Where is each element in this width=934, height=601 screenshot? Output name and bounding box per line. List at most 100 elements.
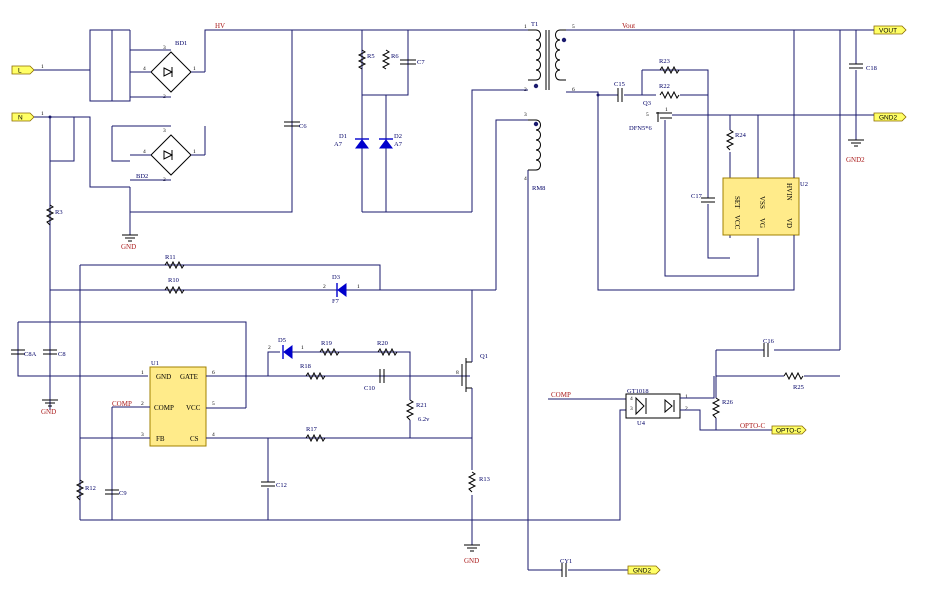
svg-text:R19: R19 <box>321 340 332 347</box>
svg-text:2: 2 <box>323 284 326 290</box>
svg-text:C10: C10 <box>364 385 375 392</box>
svg-text:HV: HV <box>215 22 225 30</box>
svg-text:VG: VG <box>758 218 766 228</box>
svg-text:N: N <box>18 115 23 122</box>
svg-text:C8A: C8A <box>24 351 37 358</box>
svg-text:R25: R25 <box>793 384 804 391</box>
svg-text:R13: R13 <box>479 476 490 483</box>
resistor-r5: R5 <box>357 49 375 70</box>
svg-text:U4: U4 <box>637 420 646 427</box>
svg-text:Vout: Vout <box>622 22 635 30</box>
resistor-r10: R10 <box>164 277 185 295</box>
svg-text:6: 6 <box>572 87 575 93</box>
svg-text:1: 1 <box>141 370 144 376</box>
svg-text:R21: R21 <box>416 402 427 409</box>
capacitor-c12: C12 <box>261 438 287 520</box>
svg-text:3: 3 <box>163 45 166 51</box>
diode-d3: D3 F7 2 1 <box>323 274 360 305</box>
capacitor-c6: C6 <box>284 121 307 130</box>
svg-text:RM8: RM8 <box>532 185 545 192</box>
svg-text:A7: A7 <box>394 141 403 148</box>
ground-left: GND <box>41 399 58 416</box>
mosfet-q1: Q1 8 <box>456 290 488 438</box>
svg-text:BD2: BD2 <box>136 173 148 180</box>
snubber-section: R5 R6 C7 D1 A7 D2 A7 <box>334 30 472 213</box>
resistor-r20: R20 <box>377 340 398 357</box>
svg-text:5: 5 <box>646 112 649 118</box>
svg-text:C15: C15 <box>614 81 625 88</box>
bridge-bd2: 4 1 3 2 BD2 <box>111 125 205 183</box>
svg-text:Q1: Q1 <box>480 353 488 360</box>
svg-text:R26: R26 <box>722 399 734 406</box>
svg-text:4: 4 <box>524 176 527 182</box>
svg-text:OPTO-C: OPTO-C <box>740 422 765 430</box>
svg-text:4: 4 <box>143 149 146 155</box>
capacitor-c8: C8 <box>43 349 66 358</box>
svg-text:GND: GND <box>121 243 136 251</box>
svg-text:A7: A7 <box>334 141 343 148</box>
capacitor-c18: C18 <box>849 30 877 140</box>
svg-text:5: 5 <box>212 401 215 407</box>
ic-u2: SET VSS HVIN VCC VG VD U2 <box>722 30 808 290</box>
port-opto-c: OPTO-C <box>716 425 807 435</box>
ground-gnd2: GND2 <box>846 139 865 164</box>
svg-text:R5: R5 <box>367 53 375 60</box>
svg-text:C8: C8 <box>58 351 66 358</box>
svg-text:6: 6 <box>212 370 215 376</box>
svg-text:2: 2 <box>685 406 688 412</box>
port-vout: VOUT <box>868 25 907 35</box>
svg-text:CS: CS <box>190 435 199 443</box>
capacitor-c9: C9 <box>105 489 127 497</box>
capacitor-c17: C17 <box>691 115 730 259</box>
secondary-section: Vout C15 R23 R22 Q3 DFN5*6 5 1 <box>566 22 907 351</box>
resistor-r19: R19 <box>319 340 340 357</box>
mosfet-q3: Q3 DFN5*6 5 1 <box>629 100 856 277</box>
svg-text:VSS: VSS <box>758 196 766 209</box>
svg-text:4: 4 <box>212 432 215 438</box>
svg-text:R10: R10 <box>168 277 179 284</box>
optocoupler-u4: GT1018 U4 4 3 1 2 <box>625 388 688 427</box>
svg-text:C18: C18 <box>866 65 877 72</box>
svg-text:GND2: GND2 <box>633 568 651 575</box>
svg-text:3: 3 <box>163 128 166 134</box>
svg-text:3: 3 <box>141 432 144 438</box>
resistor-r11: R11 <box>164 254 185 270</box>
svg-text:R22: R22 <box>659 83 670 90</box>
svg-text:F7: F7 <box>332 298 340 305</box>
svg-text:R23: R23 <box>659 58 670 65</box>
svg-text:6.2v: 6.2v <box>418 416 430 423</box>
controller-section: U1 GND GATE COMP VCC FB CS 1 2 3 6 5 4 C… <box>75 290 626 565</box>
transformer-t1: T1 1 2 3 4 5 6 RM8 <box>471 21 575 570</box>
svg-text:DFN5*6: DFN5*6 <box>629 125 653 132</box>
svg-text:R12: R12 <box>85 485 96 492</box>
resistor-r6: R6 <box>381 49 399 70</box>
svg-text:C6: C6 <box>299 123 307 130</box>
svg-text:R20: R20 <box>377 340 388 347</box>
svg-text:SET: SET <box>733 196 741 209</box>
svg-text:1: 1 <box>41 111 44 117</box>
svg-text:C17: C17 <box>691 193 703 200</box>
svg-text:R6: R6 <box>391 53 399 60</box>
svg-text:GT1018: GT1018 <box>627 388 649 395</box>
ic-u1: U1 GND GATE COMP VCC FB CS 1 2 3 6 5 4 <box>141 360 215 447</box>
svg-text:U2: U2 <box>800 181 808 188</box>
svg-text:L: L <box>18 68 22 75</box>
capacitor-c8a: C8A <box>11 349 37 358</box>
capacitor-c16: C16 <box>763 338 775 357</box>
svg-text:C16: C16 <box>763 338 775 345</box>
svg-text:D1: D1 <box>339 133 347 140</box>
svg-text:Q3: Q3 <box>643 100 651 107</box>
input-section: L 1 N 1 4 1 3 2 BD1 <box>11 22 528 410</box>
svg-text:1: 1 <box>41 64 44 70</box>
svg-text:D5: D5 <box>278 337 286 344</box>
svg-text:BD1: BD1 <box>175 40 187 47</box>
svg-text:C9: C9 <box>119 490 127 497</box>
svg-text:VCC: VCC <box>186 404 201 412</box>
feedback-section: COMP GT1018 U4 4 3 1 2 C16 R25 <box>548 338 840 435</box>
diode-d1: D1 A7 <box>334 133 369 149</box>
svg-text:2: 2 <box>268 345 271 351</box>
svg-text:1: 1 <box>665 107 668 113</box>
svg-text:R24: R24 <box>735 132 747 139</box>
ground-bottom: GND <box>464 544 480 565</box>
svg-text:R17: R17 <box>306 426 318 433</box>
